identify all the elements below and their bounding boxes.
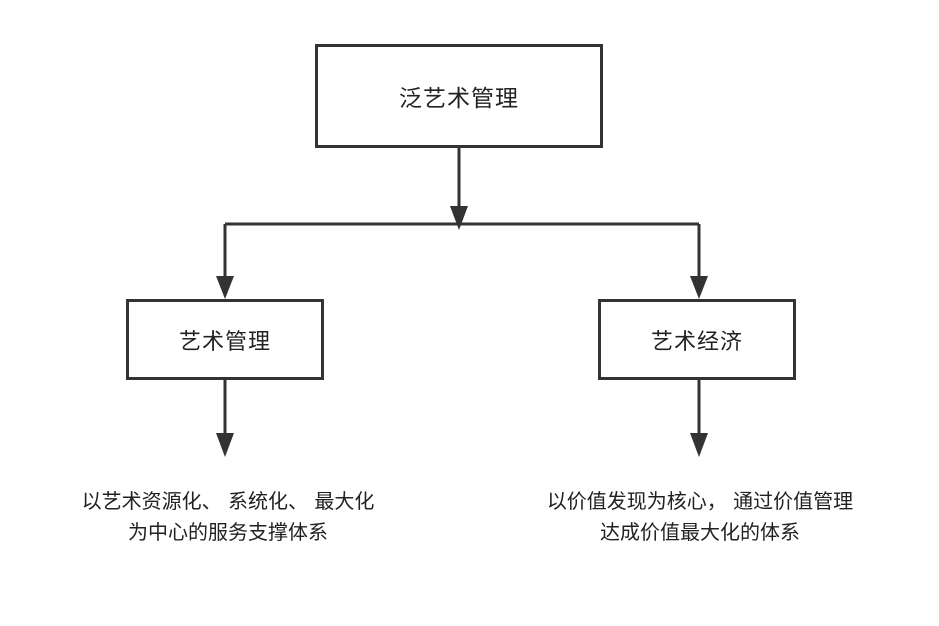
root-node: 泛艺术管理	[315, 44, 603, 148]
art-management-desc-line2: 为中心的服务支撑体系	[128, 520, 328, 544]
left-desc-arrowhead	[216, 433, 234, 457]
root-node-label: 泛艺术管理	[399, 86, 519, 112]
art-management-desc-line1: 以艺术资源化、 系统化、 最大化	[81, 489, 375, 513]
art-economy-node: 艺术经济	[598, 299, 796, 380]
art-economy-desc-line2: 达成价值最大化的体系	[600, 520, 800, 544]
art-management-description: 以艺术资源化、 系统化、 最大化 为中心的服务支撑体系	[30, 486, 426, 548]
right-desc-arrowhead	[690, 433, 708, 457]
root-arrowhead	[450, 206, 468, 230]
left-branch-arrowhead	[216, 276, 234, 299]
art-management-label: 艺术管理	[178, 329, 271, 355]
art-management-node: 艺术管理	[126, 299, 324, 380]
art-economy-description: 以价值发现为核心， 通过价值管理 达成价值最大化的体系	[500, 486, 900, 548]
art-economy-label: 艺术经济	[650, 329, 743, 355]
art-economy-desc-line1: 以价值发现为核心， 通过价值管理	[546, 489, 854, 513]
right-branch-arrowhead	[690, 276, 708, 299]
